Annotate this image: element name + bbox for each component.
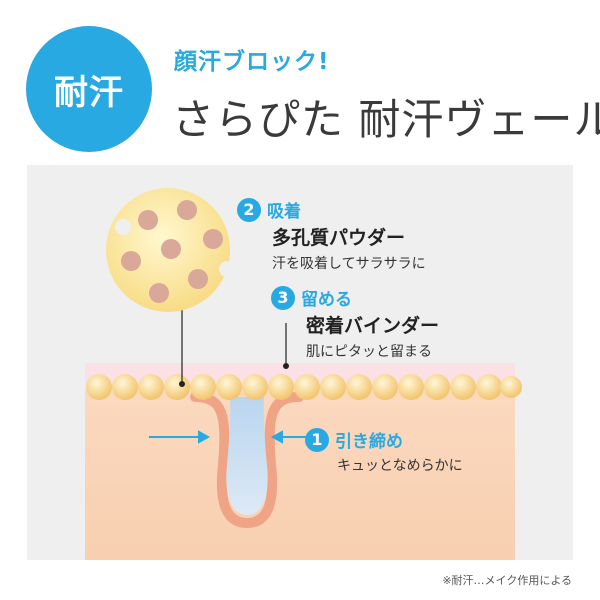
skin-layer — [85, 387, 515, 560]
powder-bead-row — [86, 374, 522, 400]
callout-name-powder: 多孔質パウダー — [272, 227, 406, 249]
subtitle: 顔汗ブロック! — [174, 49, 330, 75]
sweat-droplet — [226, 397, 268, 515]
pore-outline — [190, 392, 304, 529]
callout-name-binder: 密着バインダー — [306, 315, 440, 337]
callout-heading-absorb: 吸着 — [267, 202, 301, 222]
step-number-1: 1 — [305, 427, 329, 452]
diagram-panel: 2 吸着 多孔質パウダー 汗を吸着してサラサラに 3 留める 密着バインダー 肌にピ… — [27, 165, 573, 560]
tighten-arrow-right — [270, 430, 309, 444]
sweat-resistant-badge: 耐汗 — [26, 26, 152, 152]
callout-absorb: 2 吸着 — [237, 197, 301, 222]
badge-text: 耐汗 — [54, 72, 124, 113]
skin-diagram — [85, 188, 522, 560]
step-number-3: 3 — [271, 285, 295, 310]
porous-powder-illustration — [106, 188, 235, 312]
callout-hold: 3 留める — [271, 285, 352, 310]
callout-heading-hold: 留める — [301, 290, 352, 310]
tighten-arrow-left — [149, 430, 211, 444]
callout-tighten: 1 引き締め — [305, 427, 403, 452]
callout-desc-powder: 汗を吸着してサラサラに — [272, 256, 426, 272]
step-number-2: 2 — [237, 197, 261, 222]
footnote: ※耐汗…メイク作用による — [442, 574, 572, 587]
page-title: さらぴた 耐汗ヴェール — [172, 95, 600, 144]
callout-heading-tighten: 引き締め — [335, 432, 403, 452]
callout-desc-binder: 肌にピタッと留まる — [306, 344, 432, 360]
callout-desc-tighten: キュッとなめらかに — [337, 458, 463, 474]
